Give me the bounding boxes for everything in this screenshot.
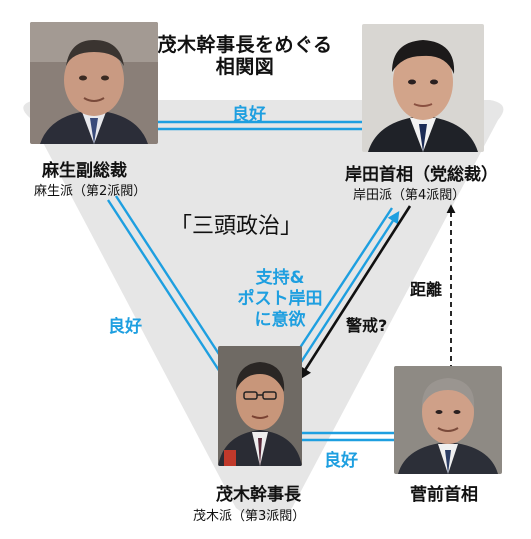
label-kishida-to-motegi: 警戒?	[346, 316, 388, 335]
aso-faction: 麻生派（第2派閥）	[34, 184, 147, 199]
label-motegi-to-kishida-line-3: に意欲	[254, 310, 306, 330]
suga-name: 菅前首相	[410, 485, 478, 505]
label-motegi-to-kishida-line-1: 支持&	[255, 268, 305, 288]
aso-photo	[30, 22, 158, 144]
connector-motegi-to-kishida	[282, 207, 400, 377]
connector-aso-kishida	[130, 120, 370, 131]
center-label: 「三頭政治」	[170, 214, 303, 239]
connector-aso-motegi	[106, 195, 230, 373]
aso-name: 麻生副総裁	[42, 161, 127, 181]
label-suga-kishida: 距離	[410, 280, 443, 299]
label-aso-motegi: 良好	[108, 317, 142, 337]
label-motegi-to-kishida: 支持& ポスト岸田 に意欲	[232, 268, 328, 331]
title-line-2: 相関図	[215, 56, 275, 78]
connector-motegi-suga	[296, 431, 396, 442]
kishida-name: 岸田首相（党総裁）	[345, 165, 498, 185]
suga-photo	[394, 366, 502, 474]
label-aso-kishida: 良好	[232, 105, 266, 125]
motegi-name: 茂木幹事長	[216, 485, 301, 505]
triangle-background	[23, 100, 504, 519]
label-motegi-to-kishida-line-2: ポスト岸田	[237, 289, 323, 309]
diagram-title: 茂木幹事長をめぐる 相関図	[150, 34, 340, 78]
motegi-faction: 茂木派（第3派閥）	[193, 509, 306, 524]
label-motegi-suga: 良好	[324, 451, 358, 471]
kishida-photo	[362, 24, 484, 152]
motegi-photo	[218, 346, 302, 466]
connector-kishida-to-motegi	[298, 205, 412, 381]
kishida-faction: 岸田派（第4派閥）	[353, 188, 466, 203]
title-line-1: 茂木幹事長をめぐる	[157, 34, 333, 56]
